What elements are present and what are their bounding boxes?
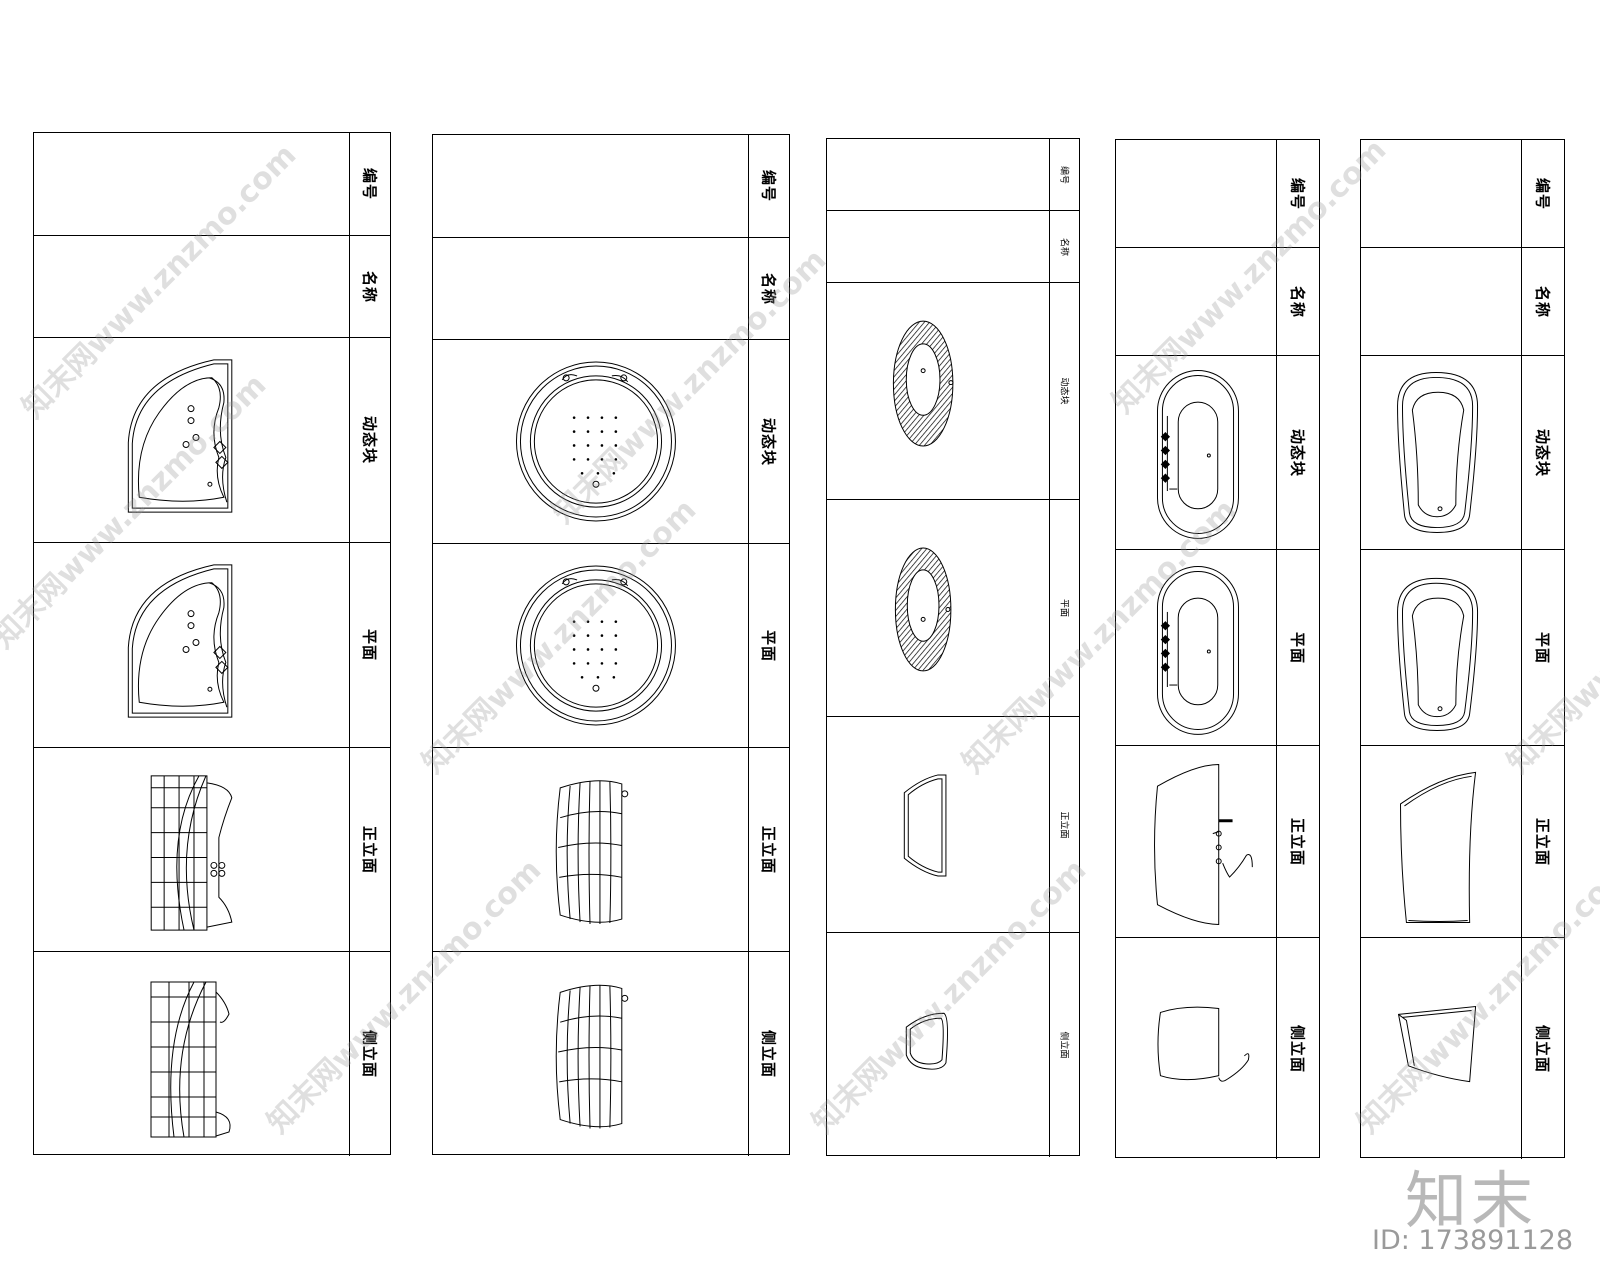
brand-id: ID: 173891128 [1372,1225,1574,1256]
faucet-tub-front-drawing [1116,746,1277,937]
label-plan: 平面 [759,629,778,662]
faucet-tub-side-drawing [1116,938,1277,1159]
row-plan: 平面 [34,543,390,748]
oval-tub-side-drawing [827,933,1050,1157]
row-side-elevation: 侧立面 [1116,938,1319,1159]
slipper-tub-side-drawing [1361,938,1522,1159]
label-name: 名称 [759,272,778,305]
row-plan: 平面 [1116,550,1319,746]
row-number: 编号 [1116,140,1319,248]
label-name: 名称 [1058,237,1068,256]
label-name: 名称 [360,270,379,303]
row-front-elevation: 正立面 [1361,746,1564,938]
row-name: 名称 [1116,248,1319,356]
label-side-elevation: 侧立面 [1058,1031,1068,1059]
label-dynamic-block: 动态块 [1058,377,1068,405]
slipper-tub-dynamic-drawing [1361,356,1522,549]
label-side-elevation: 侧立面 [759,1029,778,1079]
corner-tub-plan-drawing [34,543,350,747]
faucet-tub-plan-drawing [1116,550,1277,745]
sheet-1: 编号 名称 动态块 [33,132,391,1156]
row-plan: 平面 [1361,550,1564,746]
label-front-elevation: 正立面 [759,825,778,874]
row-side-elevation: 侧立面 [34,952,390,1156]
row-dynamic-block: 动态块 [1361,356,1564,550]
row-front-elevation: 正立面 [1116,746,1319,938]
label-number: 编号 [759,169,778,203]
corner-tub-side-drawing [34,952,350,1156]
round-tub-front-drawing [433,748,749,951]
label-number: 编号 [1533,177,1552,210]
label-plan: 平面 [1058,598,1068,618]
slipper-tub-front-drawing [1361,746,1522,937]
label-dynamic-block: 动态块 [360,415,379,465]
row-dynamic-block: 动态块 [827,283,1079,500]
row-number: 编号 [827,139,1079,211]
label-front-elevation: 正立面 [1058,810,1068,839]
row-side-elevation: 侧立面 [827,933,1079,1157]
row-dynamic-block: 动态块 [433,340,789,544]
row-name: 名称 [34,236,390,338]
label-dynamic-block: 动态块 [759,417,778,466]
label-side-elevation: 侧立面 [1533,1024,1552,1073]
oval-tub-front-drawing [827,717,1050,932]
brand-logo: 知末 [1405,1164,1538,1237]
label-plan: 平面 [360,628,379,662]
row-dynamic-block: 动态块 [34,338,390,543]
row-side-elevation: 侧立面 [433,952,789,1156]
label-front-elevation: 正立面 [1288,817,1307,866]
row-front-elevation: 正立面 [827,717,1079,933]
round-tub-dynamic-drawing [433,340,749,543]
label-dynamic-block: 动态块 [1533,428,1552,477]
row-plan: 平面 [433,544,789,748]
row-dynamic-block: 动态块 [1116,356,1319,550]
label-number: 编号 [360,167,379,201]
label-number: 编号 [1288,177,1307,210]
row-plan: 平面 [827,500,1079,717]
row-front-elevation: 正立面 [433,748,789,952]
label-front-elevation: 正立面 [360,825,379,874]
oval-tub-plan-drawing [827,500,1050,716]
sheet-5: 编号 名称 动态块 平面 [1360,139,1565,1159]
row-number: 编号 [1361,140,1564,248]
label-side-elevation: 侧立面 [360,1029,379,1079]
row-number: 编号 [433,135,789,238]
faucet-tub-dynamic-drawing [1116,356,1277,549]
slipper-tub-plan-drawing [1361,550,1522,745]
round-tub-plan-drawing [433,544,749,747]
label-dynamic-block: 动态块 [1288,428,1307,477]
row-front-elevation: 正立面 [34,748,390,952]
sheet-2: 编号 名称 动态块 [432,134,790,1156]
row-number: 编号 [34,133,390,236]
row-name: 名称 [827,211,1079,283]
row-name: 名称 [433,238,789,340]
label-name: 名称 [1533,285,1552,318]
row-name: 名称 [1361,248,1564,356]
sheet-4: 编号 名称 动态块 [1115,139,1320,1159]
label-plan: 平面 [1288,631,1307,664]
corner-tub-front-drawing [34,748,350,951]
round-tub-side-drawing [433,952,749,1156]
label-front-elevation: 正立面 [1533,817,1552,866]
corner-tub-dynamic-drawing [34,338,350,542]
label-number: 编号 [1058,165,1068,184]
label-plan: 平面 [1533,631,1552,664]
row-side-elevation: 侧立面 [1361,938,1564,1159]
oval-tub-dynamic-drawing [827,283,1050,499]
label-name: 名称 [1288,285,1307,318]
sheet-3: 编号 名称 动态块 [826,138,1080,1157]
label-side-elevation: 侧立面 [1288,1024,1307,1073]
